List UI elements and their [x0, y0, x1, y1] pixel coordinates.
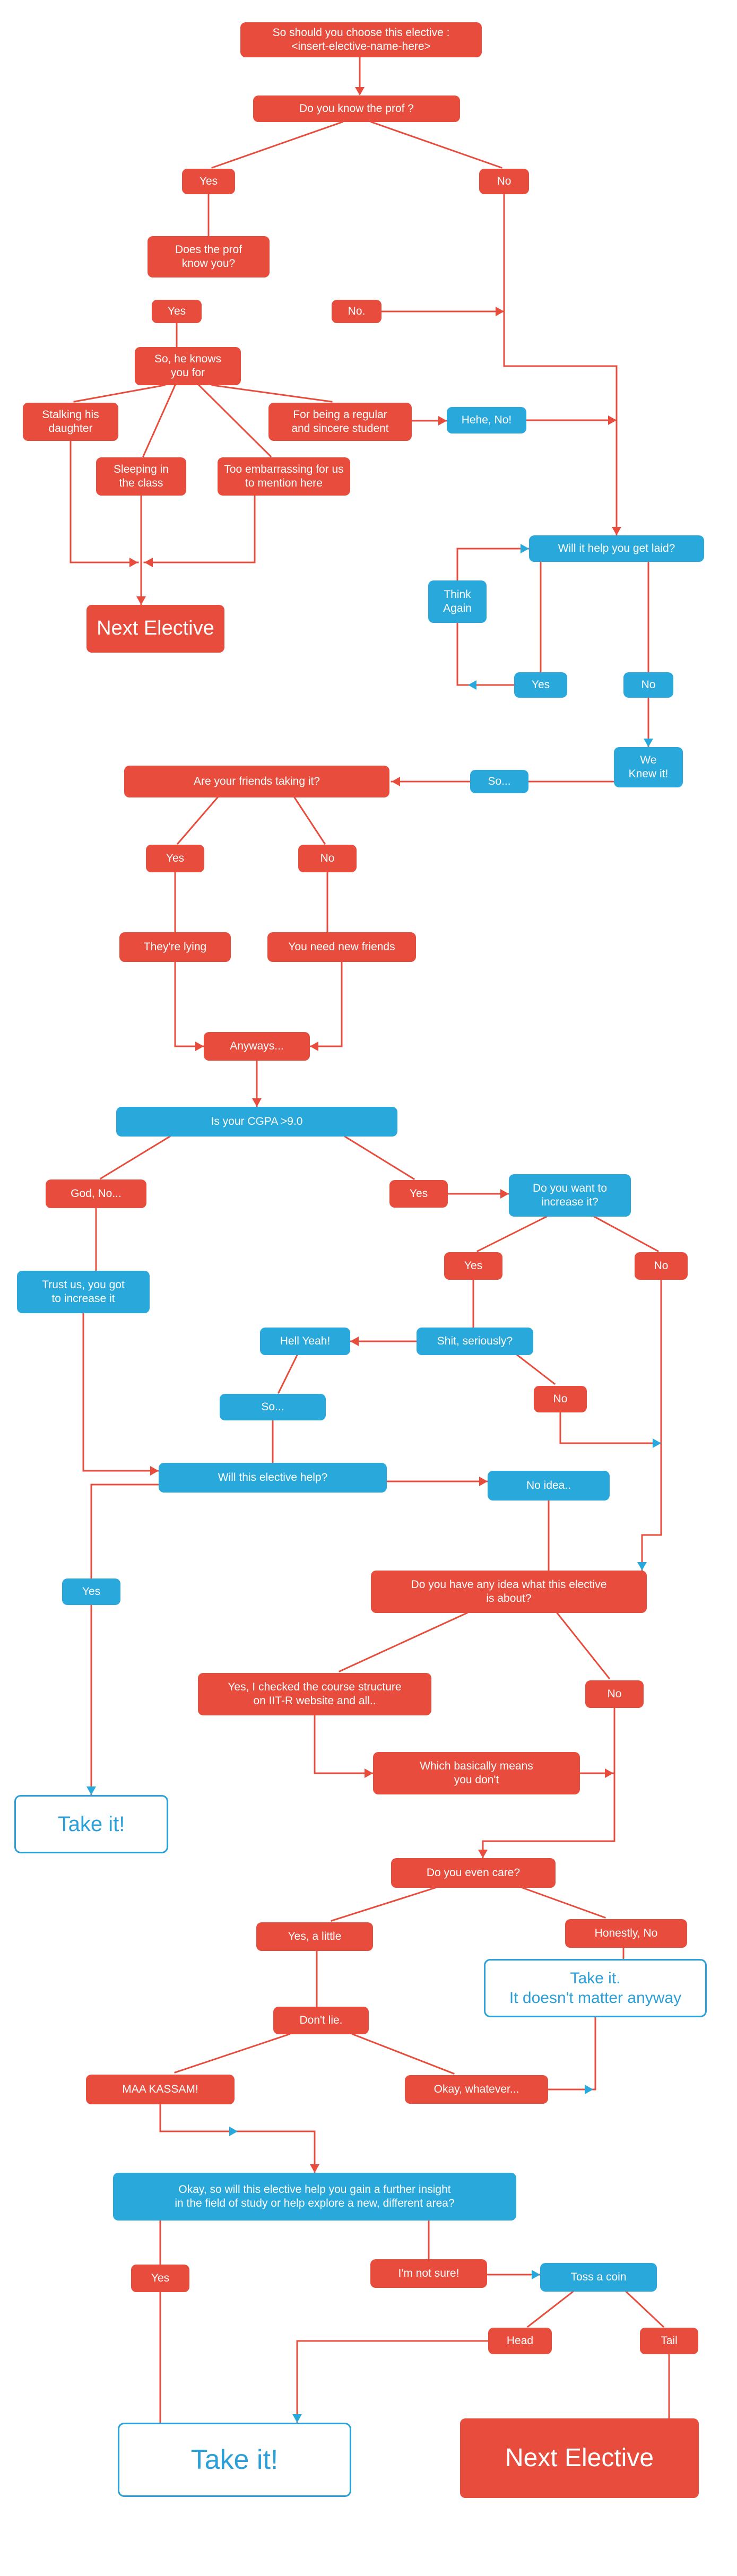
node-theyre-lying: They're lying — [119, 932, 231, 962]
node-any-idea-about: Do you have any idea what this elective … — [371, 1571, 647, 1613]
node-honestly-no: Honestly, No — [565, 1919, 687, 1948]
node-head: Head — [488, 2328, 552, 2354]
node-want-increase: Do you want to increase it? — [509, 1174, 631, 1217]
node-knows-you-for: So, he knows you for — [135, 347, 241, 385]
node-hehe-no: Hehe, No! — [447, 407, 526, 433]
connector-lines — [70, 56, 670, 2424]
node-yes-cgpa: Yes — [389, 1180, 448, 1208]
node-god-no: God, No... — [46, 1179, 146, 1208]
node-yes-prof-knows: Yes — [152, 300, 202, 323]
node-yes-friends: Yes — [146, 845, 204, 872]
node-no-friends: No — [298, 845, 357, 872]
node-yes-elective-help: Yes — [62, 1578, 120, 1605]
node-trust-us: Trust us, you got to increase it — [17, 1271, 150, 1313]
node-no-increase: No — [635, 1252, 688, 1280]
node-yes-laid: Yes — [514, 672, 567, 698]
node-tail: Tail — [640, 2328, 698, 2354]
node-cgpa: Is your CGPA >9.0 — [116, 1107, 397, 1137]
node-take-it-1: Take it! — [14, 1795, 168, 1853]
node-yes-a-little: Yes, a little — [256, 1922, 373, 1951]
node-prof-know-you: Does the prof know you? — [148, 236, 270, 277]
node-no-idea: No idea.. — [488, 1471, 610, 1501]
node-elective-help: Will this elective help? — [159, 1463, 387, 1493]
node-checked-structure: Yes, I checked the course structure on I… — [198, 1673, 431, 1715]
node-further-insight: Okay, so will this elective help you gai… — [113, 2173, 516, 2221]
node-stalking-daughter: Stalking his daughter — [23, 403, 118, 441]
node-anyways: Anyways... — [204, 1032, 310, 1061]
node-so-1: So... — [470, 770, 528, 793]
node-not-sure: I'm not sure! — [370, 2259, 487, 2288]
node-take-it-2: Take it. It doesn't matter anyway — [484, 1959, 707, 2017]
node-no-know-prof: No — [479, 169, 529, 194]
node-no-laid: No — [623, 672, 673, 698]
node-friends-taking: Are your friends taking it? — [124, 766, 389, 797]
node-basically-means: Which basically means you don't — [373, 1752, 580, 1794]
node-yes-know-prof: Yes — [182, 169, 235, 194]
node-next-elective-1: Next Elective — [86, 605, 224, 653]
node-regular-sincere: For being a regular and sincere student — [268, 403, 412, 441]
node-so-2: So... — [220, 1394, 326, 1420]
node-start: So should you choose this elective : <in… — [240, 22, 482, 57]
node-no-idea-about: No — [585, 1680, 644, 1708]
node-even-care: Do you even care? — [391, 1858, 556, 1888]
node-need-new-friends: You need new friends — [267, 932, 416, 962]
node-hell-yeah: Hell Yeah! — [260, 1328, 350, 1355]
node-no-prof-knows: No. — [332, 300, 381, 323]
node-get-laid: Will it help you get laid? — [529, 535, 704, 562]
node-yes-insight: Yes — [131, 2265, 189, 2292]
arrowheads — [86, 87, 661, 2423]
node-dont-lie: Don't lie. — [273, 2007, 369, 2034]
node-too-embarrassing: Too embarrassing for us to mention here — [218, 457, 350, 496]
node-we-knew-it: We Knew it! — [614, 747, 683, 787]
node-no-seriously: No — [534, 1386, 587, 1412]
node-yes-increase: Yes — [444, 1252, 502, 1280]
node-next-elective-2: Next Elective — [460, 2418, 699, 2498]
node-okay-whatever: Okay, whatever... — [405, 2075, 548, 2104]
node-take-it-3: Take it! — [118, 2423, 351, 2497]
node-shit-seriously: Shit, seriously? — [417, 1328, 533, 1355]
node-toss-a-coin: Toss a coin — [540, 2263, 657, 2292]
node-think-again: Think Again — [428, 580, 487, 623]
node-know-prof: Do you know the prof ? — [253, 96, 460, 122]
node-maa-kassam: MAA KASSAM! — [86, 2075, 235, 2104]
node-sleeping-in-class: Sleeping in the class — [96, 457, 186, 496]
